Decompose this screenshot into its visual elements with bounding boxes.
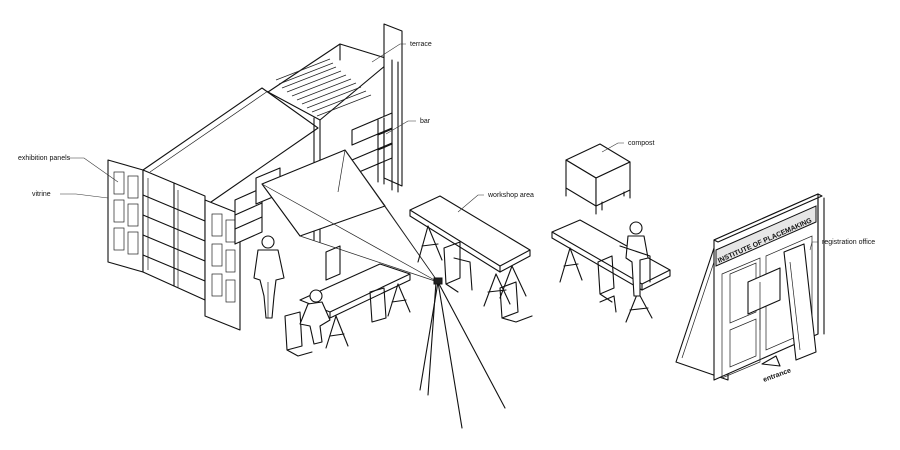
label-workshop-area: workshop area	[487, 192, 534, 199]
label-registration-office: registration office	[822, 239, 875, 246]
label-compost: compost	[628, 140, 655, 147]
label-bar: bar	[420, 118, 431, 125]
leader-lines	[60, 43, 818, 251]
registration-office	[675, 193, 825, 381]
compost-box	[565, 143, 631, 215]
pavilion-structure	[107, 23, 403, 331]
label-terrace: terrace	[410, 41, 432, 48]
workshop-table-right	[551, 219, 671, 323]
projector-tripod	[261, 149, 506, 429]
label-exhibition-panels: exhibition panels	[18, 155, 71, 162]
bar-counter	[351, 112, 393, 185]
exhibition-panel-right	[204, 199, 241, 331]
workshop-table-center	[409, 195, 533, 323]
institute-sign	[715, 205, 817, 267]
entrance-arrow	[761, 355, 781, 367]
label-vitrine: vitrine	[32, 191, 51, 198]
workshop-table-left	[284, 245, 411, 357]
entrance-label: entrance	[762, 367, 792, 384]
person-standing	[253, 235, 285, 319]
vitrine-shelves	[142, 169, 206, 301]
